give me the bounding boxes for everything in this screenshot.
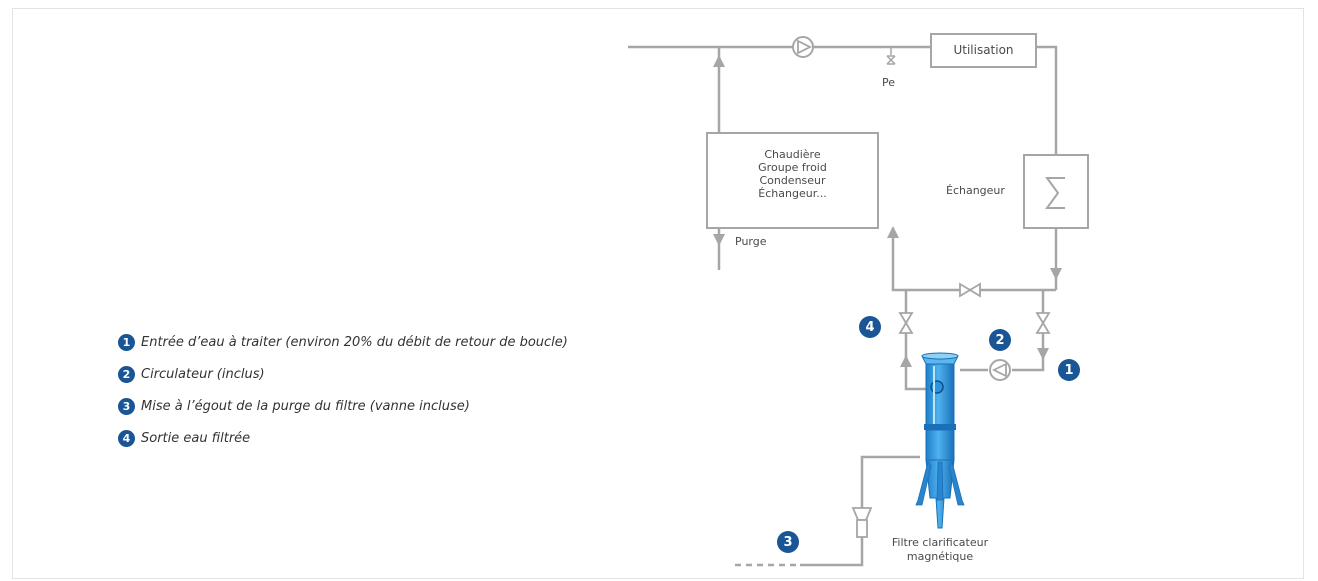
legend: 1 Entrée d’eau à traiter (environ 20% du… xyxy=(118,331,568,459)
bypass-pipe xyxy=(891,228,1056,292)
diagram-frame xyxy=(12,8,1304,579)
drain-pipe xyxy=(860,455,920,508)
boiler-label-line: Échangeur... xyxy=(758,187,827,200)
purge-label: Purge xyxy=(735,235,767,248)
pe-valve-icon xyxy=(886,47,896,65)
legend-item-4: 4 Sortie eau filtrée xyxy=(118,427,568,449)
legend-item-text: Entrée d’eau à traiter (environ 20% du d… xyxy=(141,334,568,350)
inlet-valve-icon xyxy=(1035,312,1051,334)
pe-label: Pe xyxy=(882,76,896,89)
filter-label: Filtre clarificateur magnétique xyxy=(880,536,1000,564)
arrow-down-exchanger xyxy=(1050,268,1062,280)
legend-number-badge: 3 xyxy=(118,397,135,415)
boiler-label-line: Chaudière xyxy=(764,148,821,161)
arrow-up-bypass xyxy=(887,226,899,238)
filter-label-line: magnétique xyxy=(906,550,974,563)
arrow-up-boiler xyxy=(713,55,725,67)
boiler-label: Chaudière Groupe froid Condenseur Échang… xyxy=(707,148,878,200)
arrow-down-inlet xyxy=(1037,348,1049,360)
echangeur-label: Échangeur xyxy=(946,184,1005,197)
legend-item-text: Mise à l’égout de la purge du filtre (va… xyxy=(141,398,470,414)
legend-number-badge: 4 xyxy=(118,429,135,447)
drain-pipe-lower xyxy=(800,537,864,567)
drain-funnel-icon xyxy=(851,507,873,538)
legend-item-text: Circulateur (inclus) xyxy=(141,366,265,382)
legend-item-1: 1 Entrée d’eau à traiter (environ 20% du… xyxy=(118,331,568,353)
filter-label-line: Filtre clarificateur xyxy=(891,536,989,549)
exchanger-symbol xyxy=(1045,177,1065,209)
arrow-up-outlet xyxy=(900,355,912,367)
legend-item-2: 2 Circulateur (inclus) xyxy=(118,363,568,385)
exchanger-box xyxy=(1023,154,1089,229)
legend-item-3: 3 Mise à l’égout de la purge du filtre (… xyxy=(118,395,568,417)
badge-outlet: 4 xyxy=(859,316,881,338)
badge-circulator: 2 xyxy=(989,329,1011,351)
circulator-pump-icon xyxy=(989,359,1011,381)
badge-drain: 3 xyxy=(777,531,799,553)
outlet-valve-icon xyxy=(898,312,914,334)
arrow-down-purge xyxy=(713,234,725,246)
utilisation-label: Utilisation xyxy=(953,43,1014,57)
bypass-valve-icon xyxy=(959,282,981,298)
legend-item-text: Sortie eau filtrée xyxy=(141,430,251,446)
boiler-box xyxy=(706,132,879,229)
legend-number-badge: 1 xyxy=(118,333,135,351)
pipe-utilisation-out xyxy=(1036,45,1058,155)
main-pump-icon xyxy=(792,36,814,58)
boiler-label-line: Groupe froid xyxy=(758,161,827,174)
boiler-label-line: Condenseur xyxy=(759,174,826,187)
magnetic-filter-icon xyxy=(915,352,965,529)
legend-number-badge: 2 xyxy=(118,365,135,383)
badge-inlet: 1 xyxy=(1058,359,1080,381)
flow-arrows xyxy=(713,55,1062,367)
utilisation-box xyxy=(930,33,1037,68)
